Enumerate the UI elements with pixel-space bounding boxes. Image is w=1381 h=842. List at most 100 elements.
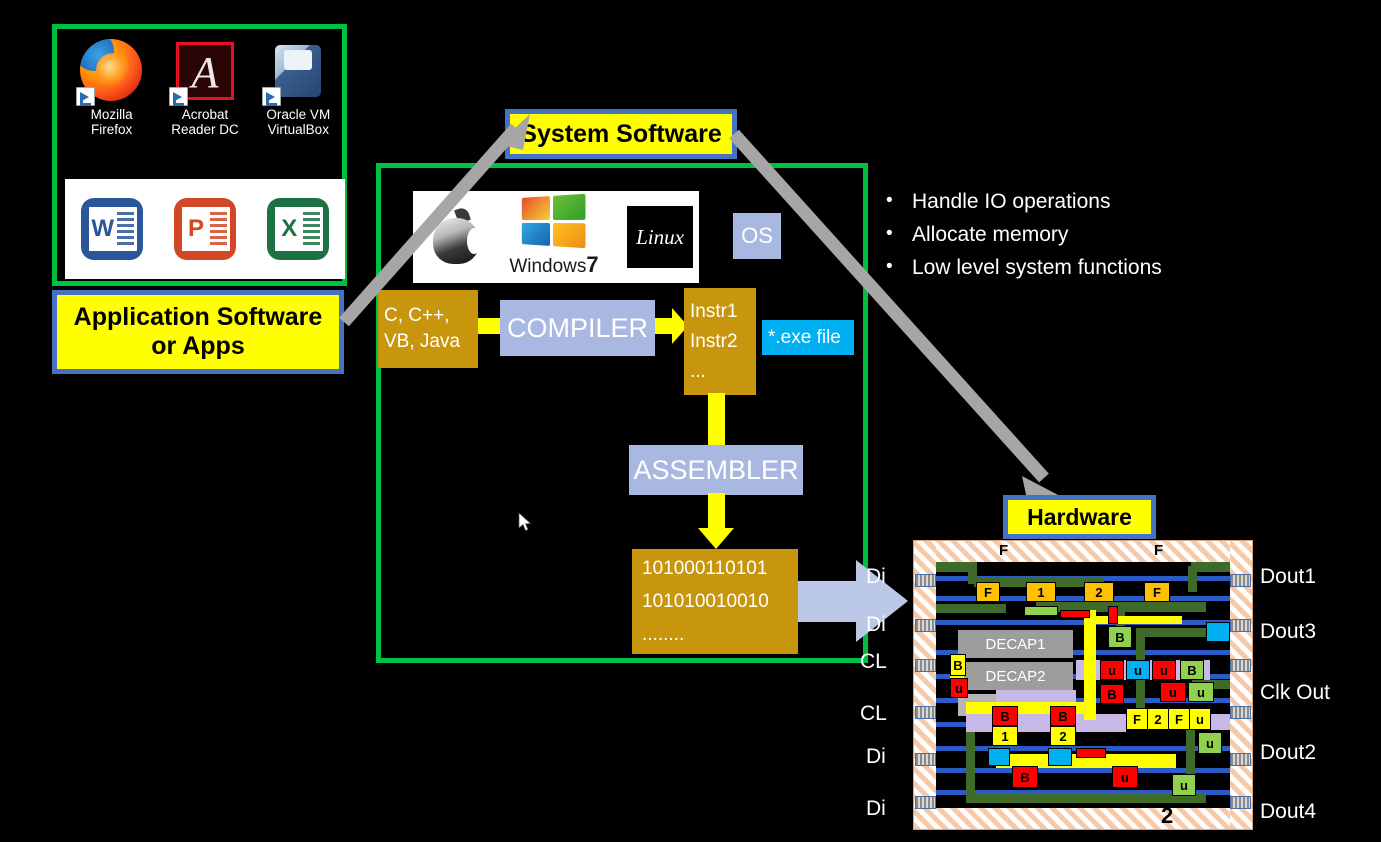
chip-cell: F	[1144, 582, 1170, 602]
linux-label: Linux	[636, 224, 684, 249]
chip-pad-right	[1230, 659, 1251, 672]
arrow-assembler-to-binary	[698, 528, 734, 549]
chip-top-mark: F	[1154, 542, 1164, 559]
chip-core-area: DECAP1 DECAP2 F 1 2 F B B u	[936, 562, 1230, 808]
desktop-icon-firefox[interactable]: Mozilla Firefox	[69, 39, 155, 174]
chip-cell: B	[1050, 706, 1076, 726]
desktop-icon-label-line1: Mozilla	[90, 107, 133, 122]
operating-system-logo-strip: Windows7 Linux	[413, 191, 699, 283]
chip-cell: F	[1126, 708, 1148, 730]
machine-code-box: 101000110101 101010010010 ........	[632, 549, 798, 654]
arrow-apps-to-system-software	[339, 114, 530, 327]
chip-pad-right	[1230, 753, 1251, 766]
windows-label: Windows	[509, 256, 587, 277]
hardware-label-text: Hardware	[1027, 503, 1132, 530]
desktop-icon-virtualbox[interactable]: Oracle VM VirtualBox	[255, 39, 341, 174]
binary-line1: 101000110101	[642, 558, 768, 579]
binary-line2: 101010010010	[642, 591, 769, 612]
connector-compiler-to-instructions	[655, 318, 675, 334]
list-item: Handle IO operations	[878, 184, 1208, 218]
pin-label-left: CL	[860, 702, 887, 725]
chip-layout-diagram: F F 2	[913, 540, 1253, 830]
chip-pad-right	[1230, 706, 1251, 719]
chip-pad-left	[915, 706, 936, 719]
chip-frame-bottom	[914, 808, 1252, 829]
chip-cell: u	[1160, 682, 1186, 702]
chip-cell: 2	[1050, 726, 1076, 746]
source-language-line1: C, C++,	[384, 305, 450, 326]
desktop-icon-label-line2: Firefox	[91, 122, 133, 137]
shortcut-overlay-icon	[262, 87, 282, 106]
decap-block-2: DECAP2	[958, 662, 1073, 690]
list-item: Low level system functions	[878, 250, 1208, 284]
acrobat-reader-icon	[168, 39, 237, 106]
chip-cell: B	[1012, 766, 1038, 788]
chip-cell: 2	[1084, 582, 1114, 602]
chip-cell: u	[1172, 774, 1196, 796]
chip-pad-left	[915, 659, 936, 672]
exe-file-label: *.exe file	[768, 326, 841, 348]
instructions-box: Instr1 Instr2 ...	[684, 288, 756, 395]
application-software-label: Application Software or Apps	[52, 290, 344, 374]
chip-pad-left	[915, 753, 936, 766]
desktop-icon-row: Mozilla Firefox Acrobat Reader DC Oracle…	[65, 39, 345, 174]
shortcut-overlay-icon	[75, 87, 95, 106]
word-icon-letter: W	[88, 207, 117, 251]
chip-cell: B	[950, 654, 966, 676]
chip-cell: u	[1100, 660, 1124, 680]
chip-cell: F	[1168, 708, 1190, 730]
connector-instructions-to-assembler	[708, 393, 725, 447]
exe-file-box: *.exe file	[762, 320, 854, 355]
apple-logo-icon	[427, 204, 485, 270]
desktop-icon-label-line2: Reader DC	[171, 122, 239, 137]
windows-version: 7	[586, 252, 599, 277]
word-icon[interactable]: W	[80, 198, 143, 260]
powerpoint-icon-letter: P	[181, 207, 210, 251]
desktop-icon-label-line1: Acrobat	[181, 107, 229, 122]
firefox-icon	[75, 39, 144, 106]
binary-line3: ........	[642, 624, 685, 645]
application-software-label-line1: Application Software	[73, 303, 323, 332]
chip-cell: B	[1100, 684, 1124, 704]
excel-icon[interactable]: X	[267, 198, 330, 260]
hardware-label: Hardware	[1003, 495, 1156, 539]
pin-label-right: Dout1	[1260, 565, 1317, 588]
chip-pad-right	[1230, 574, 1251, 587]
chip-cell: 1	[1026, 582, 1056, 602]
desktop-icon-label-line1: Oracle VM	[266, 107, 331, 122]
chip-cell: u	[950, 678, 968, 698]
chip-pad-right	[1230, 796, 1251, 809]
pin-label-left: Di	[866, 797, 886, 820]
chip-cell: u	[1189, 708, 1211, 730]
mouse-cursor	[518, 512, 532, 531]
instruction-line3: ...	[690, 360, 706, 382]
chip-cell: u	[1188, 682, 1214, 702]
pin-label-left: Di	[866, 613, 886, 636]
arrow-system-software-to-hardware	[729, 129, 1060, 504]
linux-logo-icon: Linux	[627, 206, 693, 268]
chip-cell: 1	[992, 726, 1018, 746]
chip-cell: u	[1152, 660, 1176, 680]
pin-label-left: Di	[866, 745, 886, 768]
chip-frame-top	[914, 541, 1252, 562]
virtualbox-icon	[262, 39, 330, 106]
source-language-line2: VB, Java	[384, 331, 461, 352]
connector-source-to-compiler	[478, 318, 502, 334]
os-tag-label: OS	[741, 223, 773, 248]
powerpoint-icon[interactable]: P	[173, 198, 236, 260]
chip-pad-left	[915, 574, 936, 587]
decap-block-1: DECAP1	[958, 630, 1073, 658]
list-item: Allocate memory	[878, 217, 1208, 251]
pin-label-right: Dout2	[1260, 741, 1317, 764]
connector-assembler-to-binary	[708, 493, 725, 535]
windows-logo-icon: Windows7	[495, 193, 613, 280]
desktop-icon-acrobat-reader[interactable]: Acrobat Reader DC	[162, 39, 248, 174]
arrow-binary-to-hardware	[798, 560, 908, 643]
pin-label-right: Dout3	[1260, 620, 1317, 643]
assembler-label: ASSEMBLER	[633, 454, 799, 485]
compiler-label: COMPILER	[506, 312, 649, 343]
system-software-panel: Windows7 Linux OS	[376, 163, 868, 663]
pin-label-right: Dout4	[1260, 800, 1317, 823]
chip-top-mark: F	[999, 542, 1009, 559]
